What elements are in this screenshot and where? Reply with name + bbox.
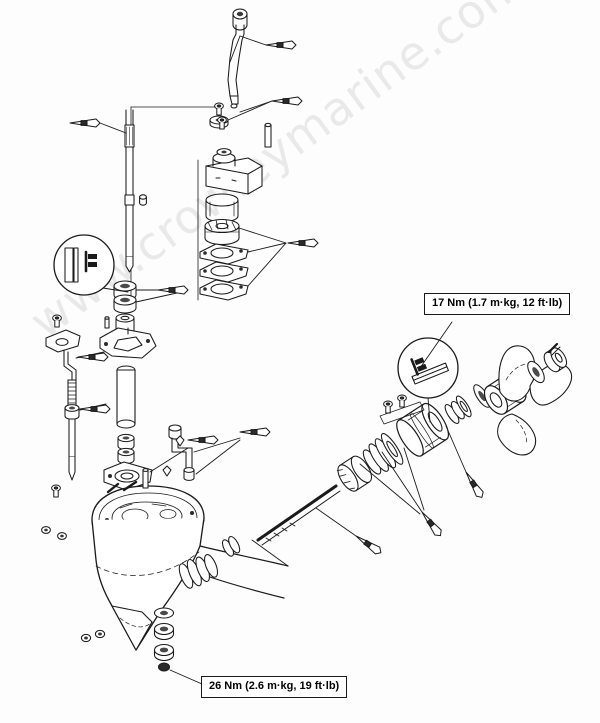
callout-flag-05 (157, 285, 189, 295)
water-pump-locating-pin (264, 122, 272, 148)
lower-bearing-housing-plate (103, 461, 153, 491)
driveshaft-bearing-stack (113, 280, 137, 314)
water-tube-clips (162, 435, 185, 477)
detail-inset-driveshaft (53, 234, 129, 296)
callout-flag-03 (287, 238, 319, 248)
callout-flag-06 (77, 352, 109, 362)
water-pump-housing (205, 148, 263, 195)
callout-leader-torque-lower (169, 669, 203, 685)
callout-leader-01 (229, 35, 267, 63)
water-pump-insert-cup (205, 193, 239, 223)
callout-flag-04 (69, 118, 101, 128)
water-tube (168, 424, 195, 481)
callout-leader-13 (251, 539, 289, 567)
gearcase-housing (91, 485, 289, 651)
gearcase-deck-studs (106, 468, 149, 494)
callout-flag-01 (265, 40, 297, 50)
driveshaft-pin-small (104, 316, 110, 329)
propeller-nut-assembly (527, 342, 568, 384)
callout-flag-07 (79, 404, 111, 414)
callout-leader-12 (315, 507, 357, 537)
callout-flag-08 (187, 435, 219, 445)
callout-flag-09 (239, 427, 271, 437)
detail-inset-propshaft (397, 337, 459, 423)
shift-rod (45, 314, 81, 481)
driveshaft (124, 109, 135, 273)
callout-leader-torque-upper (419, 321, 453, 369)
gearcase-side-fasteners (41, 484, 106, 643)
callout-leader-09 (193, 437, 241, 475)
water-pump-impeller (204, 218, 240, 246)
upper-shift-lever (227, 8, 248, 109)
driveshaft-pin (139, 194, 147, 206)
callout-flag-12 (353, 532, 384, 557)
gearcase-drain-fill-plugs (153, 607, 175, 672)
callout-flag-10 (418, 509, 445, 539)
bearing-carrier-bolts (379, 394, 425, 425)
torque-spec-box-upper: 17 Nm (1.7 m·kg, 12 ft·lb) (424, 293, 571, 315)
water-pump-gasket-plates (199, 243, 249, 301)
callout-leader-03 (238, 227, 287, 287)
callout-flag-11 (462, 469, 486, 501)
callout-leader-02 (227, 100, 273, 121)
propshaft-seal-rings (178, 536, 241, 589)
driveshaft-lower-seals (117, 433, 135, 465)
driveshaft-lower-tube (116, 365, 136, 429)
callout-leader-04 (99, 122, 127, 134)
callout-leader-10 (359, 447, 425, 515)
callout-leader-11 (445, 425, 467, 473)
torque-spec-box-lower: 26 Nm (2.6 m·kg, 19 ft·lb) (201, 676, 348, 698)
propeller-shaft-assembly (256, 384, 491, 546)
callout-flag-02 (271, 96, 303, 106)
driveshaft-bearing-housing (99, 327, 157, 359)
